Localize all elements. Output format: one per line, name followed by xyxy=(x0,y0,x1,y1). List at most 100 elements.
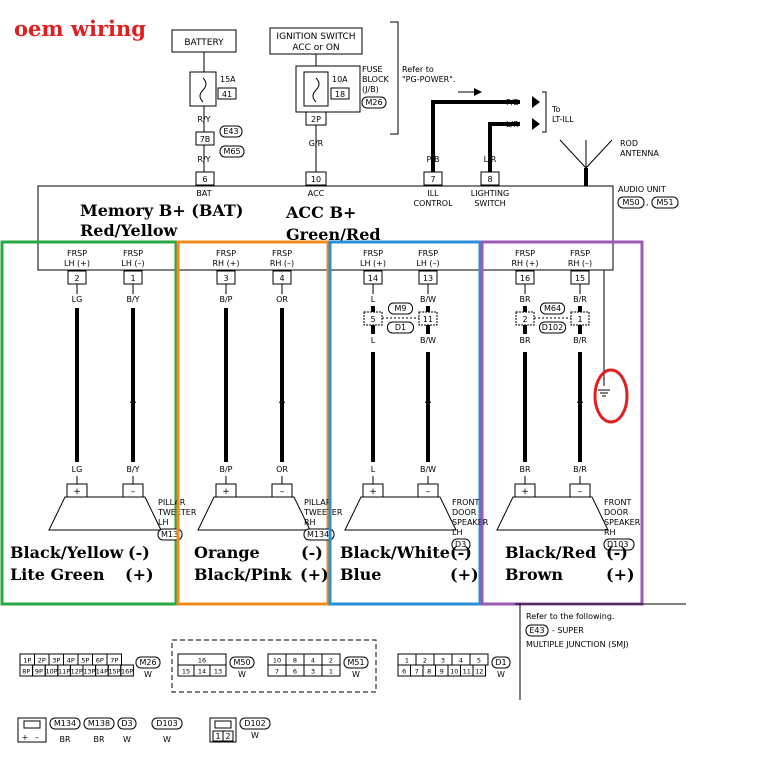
m26-row1-pin: 2P xyxy=(38,657,46,665)
small-conn-color: W xyxy=(163,735,171,744)
frsp-label-neg: FRSP xyxy=(272,249,292,258)
m26-row1-pin: 5P xyxy=(81,657,89,665)
small-conn-latch xyxy=(23,720,41,729)
d1-row2-pin: 7 xyxy=(415,668,419,676)
wire-color-top-neg: B/W xyxy=(420,295,436,304)
speaker-icon xyxy=(197,496,311,531)
pin-number-pos: 14 xyxy=(368,274,378,283)
frsp-label-pos: FRSP xyxy=(515,249,535,258)
frsp-label-pos: FRSP xyxy=(363,249,383,258)
ill-label: ILL xyxy=(427,189,439,198)
lighting-label: LIGHTING xyxy=(471,189,509,198)
small-conn-id: D3 xyxy=(121,719,132,728)
legend-desc-2: MULTIPLE JUNCTION (SMJ) xyxy=(526,640,629,649)
speaker-conn-label: M134 xyxy=(307,530,329,539)
wire-color-bottom-pos: LG xyxy=(72,465,83,474)
d1-ref xyxy=(491,656,511,669)
d102-id: D102 xyxy=(244,719,265,728)
rod-antenna-label: ROD xyxy=(620,139,638,148)
caption-positive-color: Black/Pink xyxy=(194,565,292,584)
caption-positive-color: Brown xyxy=(505,565,563,584)
speaker-name: RH xyxy=(604,528,616,537)
fuse-block-label-3: (J/B) xyxy=(362,85,379,94)
frsp-label-pos: FRSP xyxy=(67,249,87,258)
pin-8: 8 xyxy=(487,175,492,184)
audio-unit-label: AUDIO UNIT xyxy=(618,185,666,194)
memory-color: Red/Yellow xyxy=(80,221,179,240)
pin-number-neg: 4 xyxy=(279,274,284,283)
speaker-name: RH xyxy=(304,518,316,527)
wire-color-bottom-pos: BR xyxy=(519,465,530,474)
m26-row1-pin: 1P xyxy=(23,657,31,665)
pin-number-neg: 13 xyxy=(423,274,433,283)
small-conn-pin: – xyxy=(35,733,39,742)
d102-color: W xyxy=(251,731,259,740)
speaker-name: SPEAKER xyxy=(452,518,489,527)
wire-color-bottom-neg: B/Y xyxy=(126,465,139,474)
terminal-sign-pos: + xyxy=(73,487,81,497)
m51-ref xyxy=(343,656,369,669)
d102-face xyxy=(209,717,237,743)
mid-conn-label: M9 xyxy=(395,304,407,313)
frsp-sub-neg: RH (–) xyxy=(568,259,592,268)
frsp-label-neg: FRSP xyxy=(418,249,438,258)
d1-row1-pin: 4 xyxy=(459,657,463,665)
m26-row2-pin: 8P xyxy=(22,668,30,676)
conn-m65: M65 xyxy=(223,147,240,156)
small-conn-face xyxy=(17,717,47,743)
terminal-sign-pos: + xyxy=(369,487,377,497)
m26-id: M26 xyxy=(139,658,156,667)
caption-negative-sign: (-) xyxy=(606,543,628,562)
caption-negative-color: Black/White xyxy=(340,543,450,562)
m26-row2-pin: 10P xyxy=(45,668,57,676)
small-conn-color: W xyxy=(123,735,131,744)
caption-positive-sign: (+) xyxy=(450,565,479,584)
caption-negative-color: Orange xyxy=(194,543,260,562)
frsp-label-pos: FRSP xyxy=(216,249,236,258)
d102-latch xyxy=(214,720,232,729)
fuse-10a-number: 18 xyxy=(335,90,345,99)
frsp-sub-pos: LH (+) xyxy=(360,259,386,268)
wire-pb-arrow: P/B xyxy=(506,98,519,107)
arrow-icon xyxy=(279,396,285,403)
d1-row1-pin: 2 xyxy=(423,657,427,665)
small-conn-ref xyxy=(117,717,137,730)
m50-id: M50 xyxy=(233,658,250,667)
m50-row2-pin: 13 xyxy=(214,668,222,676)
d102-pin: 2 xyxy=(225,732,230,741)
ground-highlight xyxy=(593,368,629,424)
d102-ref xyxy=(239,717,271,730)
mid-d-ref xyxy=(387,321,414,334)
caption-negative-color: Black/Red xyxy=(505,543,596,562)
m50-row2-pin: 15 xyxy=(182,668,190,676)
fuse-block-label-2: BLOCK xyxy=(362,75,390,84)
d1-color: W xyxy=(497,670,505,679)
frsp-sub-neg: LH (–) xyxy=(121,259,144,268)
d102-pin-cell xyxy=(222,730,234,742)
wire-ry-2: R/Y xyxy=(197,155,210,164)
speaker-name: FRONT xyxy=(452,498,479,507)
legend-refer: Refer to the following. xyxy=(526,612,614,621)
arrow-icon xyxy=(425,396,431,403)
d1-id: D1 xyxy=(495,658,506,667)
ignition-sub: ACC or ON xyxy=(292,43,339,53)
wire-color-mid-pos: BR xyxy=(519,336,530,345)
m26-row2-cell xyxy=(120,664,134,677)
speaker-icon xyxy=(496,496,609,531)
d1-row1-pin: 1 xyxy=(405,657,409,665)
small-conn-ref xyxy=(151,717,183,730)
wire-gr: G/R xyxy=(309,139,324,148)
caption-positive-color: Blue xyxy=(340,565,381,584)
mid-d-label: D102 xyxy=(542,323,563,332)
wire-color-bottom-neg: B/R xyxy=(573,465,587,474)
frsp-label-neg: FRSP xyxy=(123,249,143,258)
wire-color-bottom-neg: B/W xyxy=(420,465,436,474)
mid-pin-pos: 5 xyxy=(370,315,375,324)
terminal-sign-neg: – xyxy=(426,487,431,497)
acc-note: ACC B+ xyxy=(285,203,356,222)
wire-color-bottom-pos: B/P xyxy=(219,465,232,474)
frsp-sub-pos: RH (+) xyxy=(212,259,239,268)
caption-negative-sign: (-) xyxy=(301,543,323,562)
